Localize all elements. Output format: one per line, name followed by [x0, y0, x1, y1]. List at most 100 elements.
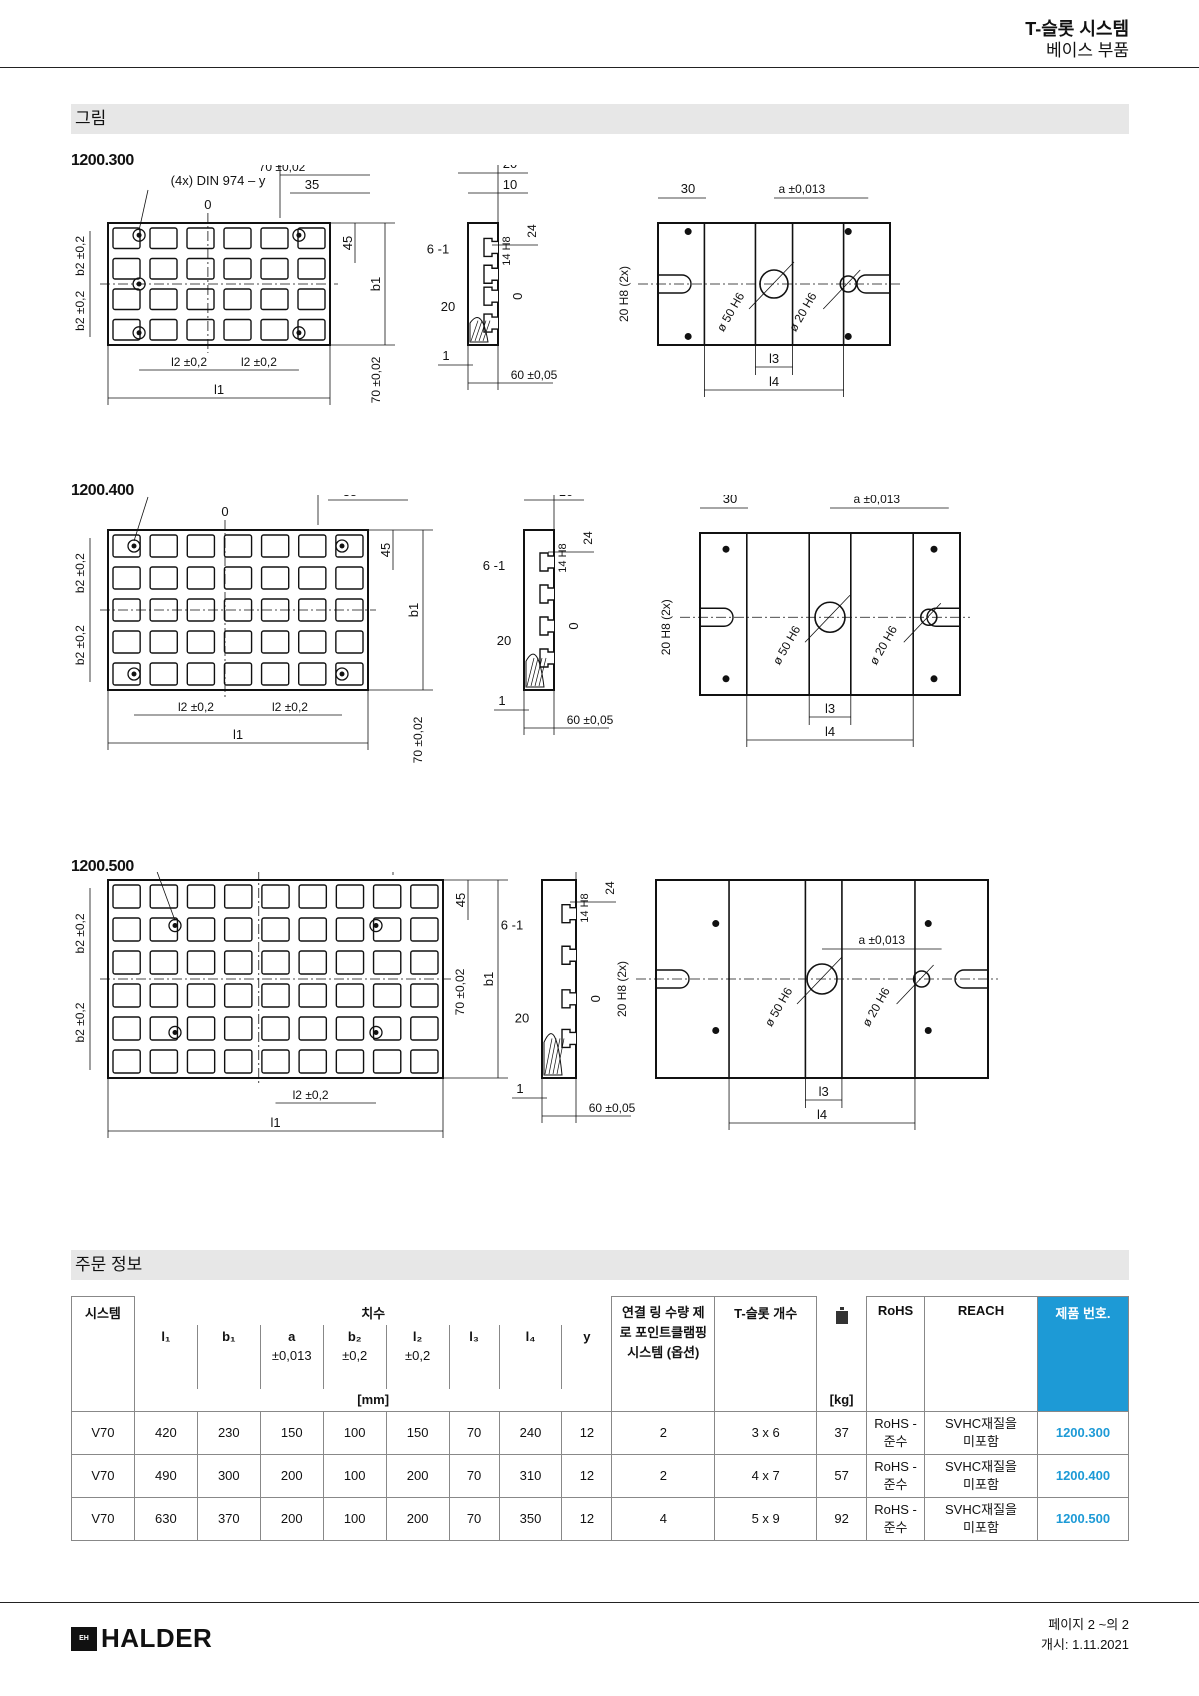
table-row: V70 490 300 200 100 200 70 310 12 2 4 x …: [71, 1453, 1130, 1498]
leader-line: [896, 964, 934, 1005]
cell-rohs: RoHS - 준수: [866, 1410, 926, 1455]
dimension-label: 30: [681, 181, 695, 196]
mounting-hole: [712, 1026, 720, 1034]
cell-b1: 300: [196, 1453, 261, 1498]
dimension-label: 20: [515, 1011, 529, 1026]
hatched-section: [543, 1033, 563, 1076]
section-title-figures: 그림: [71, 104, 1129, 134]
dimension-label: 70 ±0,02: [259, 165, 306, 174]
dowel-hole: [369, 918, 383, 933]
dimension-label: 1: [442, 348, 449, 363]
grid-pocket: [223, 257, 252, 280]
dimension-label: b2 ±0,2: [73, 236, 87, 276]
hatch-line: [534, 657, 543, 687]
halder-logo: EH HALDER: [71, 1623, 212, 1654]
grid-pocket: [260, 662, 290, 686]
dimension-label: 45: [453, 893, 468, 907]
dowel-hole-center: [131, 543, 137, 549]
dimension-label: 60 ±0,05: [567, 713, 614, 727]
dowel-hole-center: [296, 232, 302, 238]
grid-pocket: [261, 1049, 290, 1074]
grid-pocket: [149, 227, 178, 250]
grid-pocket: [260, 227, 289, 250]
th-b1: b₁: [196, 1324, 261, 1389]
th-conn: 연결 링 수량 제로 포인트클램핑 시스템 (옵션): [611, 1296, 716, 1412]
grid-pocket: [335, 917, 365, 942]
grid-pocket: [260, 318, 289, 341]
grid-pocket: [186, 950, 216, 975]
dowel-hole: [335, 539, 349, 553]
dimension-label: b1: [481, 972, 496, 986]
grid-pocket: [410, 884, 439, 909]
th-b2-label: b₂: [347, 1328, 362, 1344]
grid-pocket: [335, 566, 364, 590]
header-rule: [0, 67, 1199, 68]
bore-20-h6: [912, 970, 931, 988]
grid-pocket: [335, 884, 365, 909]
grid-pocket: [372, 950, 402, 975]
dimension-label: ø 20 H6: [867, 623, 901, 667]
hatch-line: [552, 1038, 561, 1075]
cell-product-number[interactable]: 1200.300: [1036, 1410, 1130, 1455]
dowel-hole: [132, 277, 146, 291]
dimension-label: l2 ±0,2: [272, 700, 308, 714]
cell-slots: 3 x 6: [714, 1410, 818, 1455]
grid-pocket: [335, 950, 365, 975]
mounting-hole: [924, 920, 932, 928]
grid-pocket: [223, 534, 253, 558]
grid-pocket: [297, 288, 326, 311]
dimension-label: l4: [817, 1107, 827, 1122]
dimension-label: 60 ±0,05: [511, 368, 558, 382]
grid-pocket: [410, 1016, 439, 1041]
grid-pocket: [372, 1016, 402, 1041]
halder-logo-text: HALDER: [101, 1623, 213, 1653]
mounting-hole: [930, 675, 938, 683]
cell-b2: 100: [322, 1410, 387, 1455]
grid-pocket: [297, 257, 326, 280]
grid-pocket: [223, 983, 253, 1008]
cell-product-number[interactable]: 1200.500: [1036, 1496, 1130, 1541]
dowel-hole-center: [136, 232, 142, 238]
grid-pocket: [410, 950, 439, 975]
drawing-code-1: 1200.300: [71, 152, 134, 169]
hatch-line: [544, 1038, 553, 1075]
cell-l1: 420: [133, 1410, 198, 1455]
dimension-label: 30: [723, 495, 737, 506]
cell-product-number[interactable]: 1200.400: [1036, 1453, 1130, 1498]
grid-pocket: [112, 1016, 141, 1041]
cell-reach: SVHC재질을 미포함: [924, 1410, 1038, 1455]
t-slot-profile: [539, 616, 554, 636]
dowel-hole: [369, 1025, 383, 1040]
dimension-label: 6 -1: [427, 242, 449, 257]
grid-pocket: [186, 983, 216, 1008]
grid-pocket: [223, 566, 253, 590]
side-view-outline: [523, 529, 555, 691]
grid-pocket: [223, 1049, 253, 1074]
th-weight: [816, 1296, 868, 1389]
grid-pocket: [410, 983, 439, 1008]
section-title-order: 주문 정보: [71, 1250, 1129, 1280]
cell-kg: 92: [816, 1496, 868, 1541]
mounting-hole: [712, 920, 720, 928]
t-slot-profile: [483, 286, 498, 306]
th-l3: l₃: [448, 1324, 500, 1389]
mounting-hole: [684, 332, 692, 340]
cell-l2: 200: [385, 1453, 450, 1498]
grid-pocket: [186, 1016, 216, 1041]
grid-pocket: [186, 534, 216, 558]
grid-pocket: [298, 662, 327, 686]
slot-right: [856, 274, 890, 294]
dimension-label: 6 -1: [501, 918, 523, 933]
grid-pocket: [261, 950, 290, 975]
cell-system: V70: [71, 1453, 135, 1498]
dowel-hole: [168, 1025, 182, 1040]
dimension-label: b2 ±0,2: [73, 913, 87, 953]
grid-pocket: [149, 630, 178, 654]
grid-pocket: [112, 983, 141, 1008]
dimension-label: 1: [498, 693, 505, 708]
dimension-label: b2 ±0,2: [73, 553, 87, 593]
grid-pocket: [260, 630, 290, 654]
leader-line: [903, 602, 942, 643]
